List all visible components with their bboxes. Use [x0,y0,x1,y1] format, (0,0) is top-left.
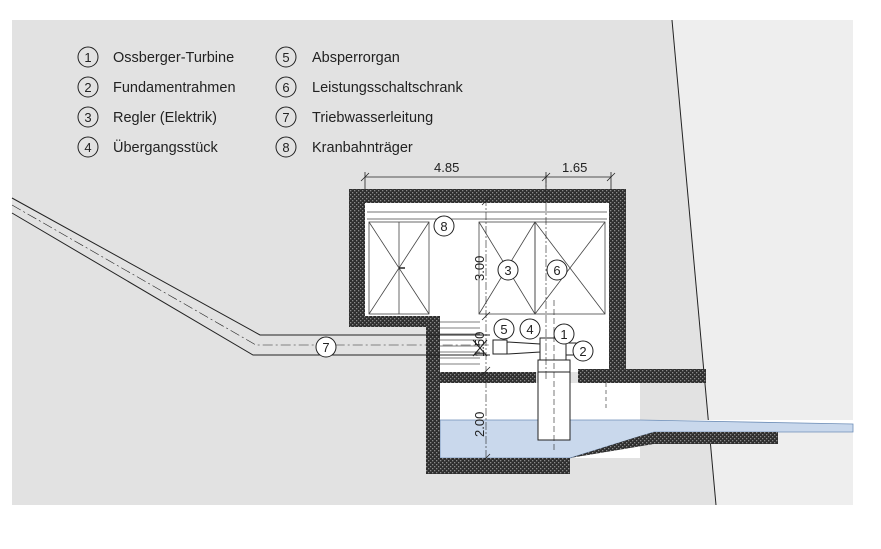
dim-width-right: 1.65 [562,160,587,175]
svg-text:4: 4 [526,322,533,337]
callout-5: 5 [493,318,515,340]
svg-text:2: 2 [84,80,91,95]
legend-item-8: 8 Kranbahnträger [275,136,413,158]
callout-6: 6 [546,259,568,281]
svg-text:4: 4 [84,140,91,155]
svg-text:8: 8 [282,140,289,155]
svg-text:5: 5 [282,50,289,65]
svg-text:1: 1 [560,327,567,342]
legend-item-5: 5 Absperrorgan [275,46,400,68]
svg-text:Triebwasserleitung: Triebwasserleitung [312,110,433,126]
callout-2: 2 [572,340,594,362]
penstock-pipe [11,197,490,356]
legend-item-2: 2 Fundamentrahmen [77,76,236,98]
guide-lines [485,175,547,462]
callout-8: 8 [433,215,455,237]
svg-text:6: 6 [282,80,289,95]
legend-item-3: 3 Regler (Elektrik) [77,106,217,128]
dimension-lines [360,172,616,463]
legend-item-4: 4 Übergangsstück [77,136,219,158]
svg-text:Ossberger-Turbine: Ossberger-Turbine [113,50,234,66]
svg-text:3: 3 [504,263,511,278]
callout-1: 1 [553,323,575,345]
dim-width-left: 4.85 [434,160,459,175]
svg-text:1: 1 [84,50,91,65]
callout-3: 3 [497,259,519,281]
legend-item-1: 1 Ossberger-Turbine [77,46,234,68]
svg-text:7: 7 [322,340,329,355]
svg-text:3: 3 [84,110,91,125]
svg-text:Regler (Elektrik): Regler (Elektrik) [113,110,217,126]
svg-text:Leistungsschaltschrank: Leistungsschaltschrank [312,80,463,96]
svg-text:Absperrorgan: Absperrorgan [312,50,400,66]
svg-text:Kranbahnträger: Kranbahnträger [312,140,413,156]
svg-text:8: 8 [440,219,447,234]
dim-height-upper: 3.00 [472,256,487,281]
dim-height-lower: 2.00 [472,412,487,437]
svg-text:Fundamentrahmen: Fundamentrahmen [113,80,236,96]
svg-text:6: 6 [553,263,560,278]
svg-text:5: 5 [500,322,507,337]
legend: 1 Ossberger-Turbine 2 Fundamentrahmen 3 … [77,46,463,158]
svg-text:2: 2 [579,344,586,359]
callout-4: 4 [519,318,541,340]
legend-item-7: 7 Triebwasserleitung [275,106,433,128]
callout-7: 7 [315,336,337,358]
legend-item-6: 6 Leistungsschaltschrank [275,76,463,98]
svg-text:7: 7 [282,110,289,125]
dim-height-middle: 1.50 [472,332,487,357]
terrain-right [672,20,853,505]
svg-text:Übergangsstück: Übergangsstück [113,138,219,156]
stairs [440,321,480,365]
